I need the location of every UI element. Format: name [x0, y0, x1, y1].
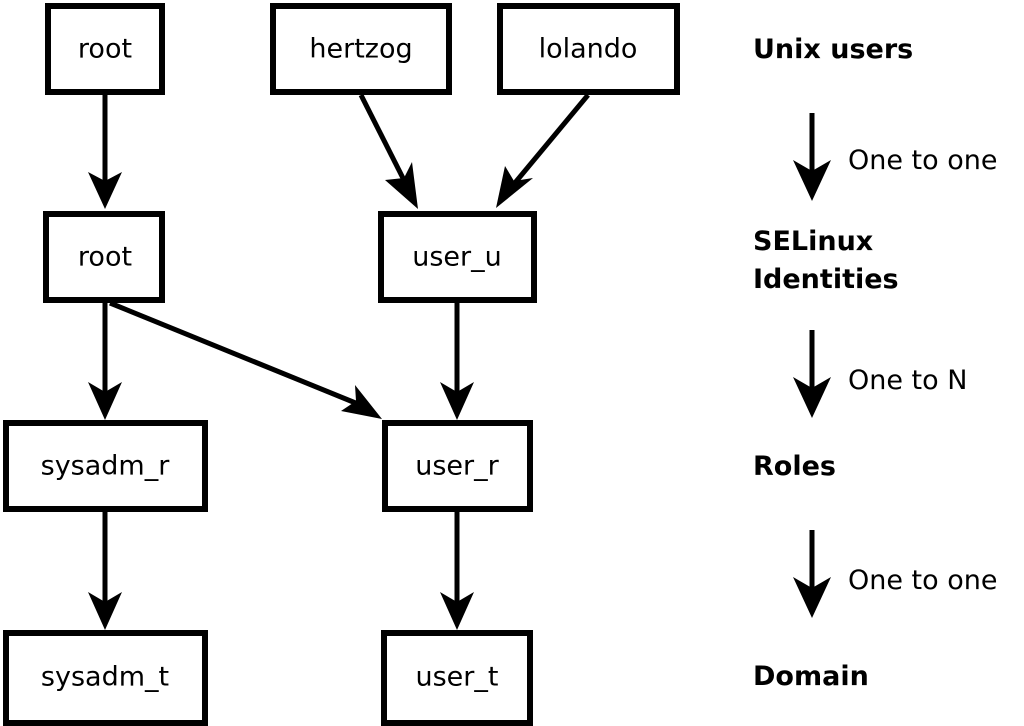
edge-ident-root-to-sysadm-r [88, 303, 122, 420]
node-label: user_r [415, 451, 499, 482]
legend-arrow-domain [793, 530, 831, 618]
stage-label-roles: Roles [753, 451, 836, 482]
node-label: hertzog [309, 34, 412, 65]
edge-unix-root-to-ident-root [88, 95, 122, 209]
node-label: root [78, 34, 132, 65]
node-unix-hertzog[interactable]: hertzog [270, 3, 452, 95]
edge-lolando-to-user-u [496, 93, 590, 208]
node-label: sysadm_t [41, 662, 169, 693]
node-domain-user-t[interactable]: user_t [381, 630, 533, 726]
node-label: user_u [412, 242, 502, 273]
node-unix-lolando[interactable]: lolando [497, 3, 680, 95]
legend-arrow-roles [793, 330, 831, 418]
relation-label-one-to-one-domain: One to one [848, 565, 998, 596]
node-domain-sysadm-t[interactable]: sysadm_t [3, 630, 208, 726]
node-unix-root[interactable]: root [45, 3, 165, 95]
edges-layer [88, 93, 590, 630]
stage-label-unix-users: Unix users [753, 34, 913, 65]
edge-ident-root-to-user-r [109, 300, 382, 419]
edge-user-u-to-user-r [440, 303, 474, 420]
relation-label-one-to-one-identity: One to one [848, 145, 998, 176]
node-label: lolando [539, 34, 638, 65]
edge-hertzog-to-user-u [358, 93, 418, 209]
node-label: user_t [416, 662, 499, 693]
node-role-sysadm-r[interactable]: sysadm_r [3, 420, 208, 512]
stage-label-selinux: SELinux [753, 226, 873, 257]
edge-user-r-to-user-t [440, 512, 474, 630]
edge-sysadm-r-to-sysadm-t [88, 512, 122, 630]
node-identity-root[interactable]: root [43, 211, 165, 303]
node-role-user-r[interactable]: user_r [382, 420, 533, 512]
node-identity-user-u[interactable]: user_u [378, 211, 537, 303]
stage-label-identities: Identities [753, 264, 899, 295]
nodes-layer: root hertzog lolando root user_u sysadm_ [3, 3, 680, 726]
node-label: sysadm_r [41, 451, 171, 482]
node-label: root [78, 242, 132, 273]
legend-column: Unix users One to one SELinux Identities… [753, 34, 998, 692]
relation-label-one-to-n-roles: One to N [848, 365, 967, 396]
stage-label-domain: Domain [753, 661, 869, 692]
legend-arrow-identity [793, 113, 831, 201]
